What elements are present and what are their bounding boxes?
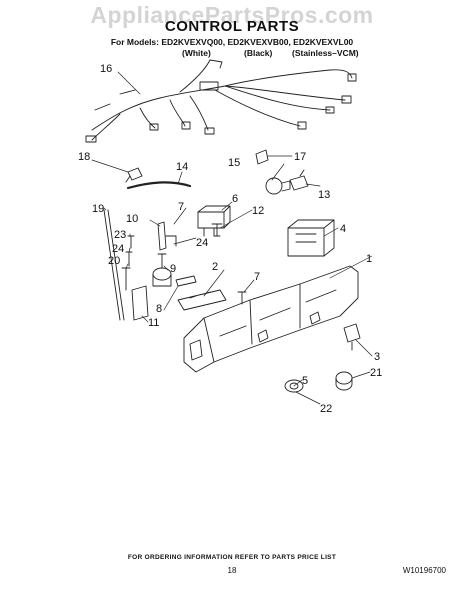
callout-12: 12 xyxy=(252,205,264,217)
callout-7b: 7 xyxy=(254,271,260,283)
callout-14: 14 xyxy=(176,161,188,173)
callout-7a: 7 xyxy=(178,201,184,213)
rod-part xyxy=(103,209,125,321)
bracket-part xyxy=(157,221,177,251)
callout-11: 11 xyxy=(148,317,159,329)
screw-part-7 xyxy=(237,291,247,305)
light-bulb-part xyxy=(265,177,291,195)
callout-24a: 24 xyxy=(112,243,124,255)
board-part xyxy=(177,289,227,311)
callout-6: 6 xyxy=(232,193,238,205)
grommet-part xyxy=(284,379,304,393)
callout-22: 22 xyxy=(320,403,332,415)
callout-3: 3 xyxy=(374,351,380,363)
screw-part-23 xyxy=(127,235,135,249)
leader-lines xyxy=(91,71,373,405)
callout-24b: 24 xyxy=(196,237,208,249)
transformer-part xyxy=(287,219,335,257)
callout-23: 23 xyxy=(114,229,126,241)
models-line: For Models: ED2KVEXVQ00, ED2KVEXVB00, ED… xyxy=(110,37,354,47)
clip-part xyxy=(125,167,143,183)
button-part xyxy=(335,371,353,391)
watermark-logo: AppliancePartsPros.com xyxy=(90,2,374,28)
color-white: (White) xyxy=(182,48,211,58)
control-housing-part xyxy=(183,265,359,373)
callout-15: 15 xyxy=(228,157,240,169)
callout-19: 19 xyxy=(92,203,104,215)
page-title: CONTROL PARTS xyxy=(164,18,300,35)
callout-4: 4 xyxy=(340,223,346,235)
plate-part xyxy=(131,285,149,321)
control-knob-part xyxy=(152,253,172,287)
wire-harness-part xyxy=(85,59,357,143)
callout-21: 21 xyxy=(370,367,382,379)
callout-2: 2 xyxy=(212,261,218,273)
callout-13: 13 xyxy=(318,189,330,201)
screw-part-20 xyxy=(121,267,131,291)
callout-10: 10 xyxy=(126,213,138,225)
tube-part xyxy=(126,181,192,190)
page-number: 18 xyxy=(227,566,237,575)
shaft-part xyxy=(175,275,197,287)
callout-16: 16 xyxy=(100,63,112,75)
connector-part xyxy=(343,323,361,351)
callout-20: 20 xyxy=(108,255,120,267)
callout-5: 5 xyxy=(302,375,308,387)
callout-18: 18 xyxy=(78,151,90,163)
color-stainless: (Stainless–VCM) xyxy=(292,48,359,58)
socket-part xyxy=(289,169,309,191)
document-number: W10196700 xyxy=(402,566,446,575)
clip-part-17 xyxy=(255,149,269,165)
callout-9: 9 xyxy=(170,263,176,275)
callout-1: 1 xyxy=(366,253,372,265)
callout-17: 17 xyxy=(294,151,306,163)
color-black: (Black) xyxy=(244,48,273,58)
callout-8: 8 xyxy=(156,303,162,315)
screw-part-24 xyxy=(125,251,133,267)
ordering-note: FOR ORDERING INFORMATION REFER TO PARTS … xyxy=(127,554,337,561)
screw-part xyxy=(211,223,223,237)
switch-part xyxy=(197,205,231,237)
